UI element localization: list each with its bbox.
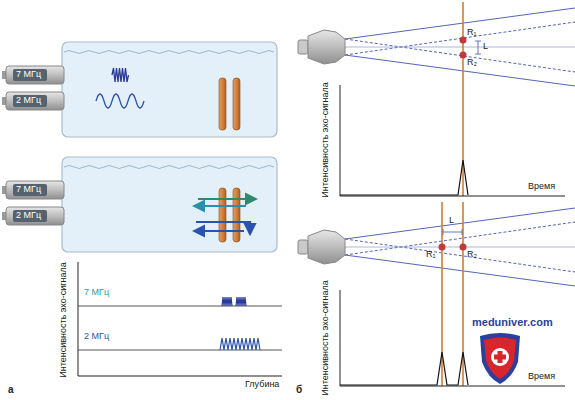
axis-label: Интенсивность эхо-сигнала bbox=[321, 82, 331, 197]
logo-shield bbox=[480, 333, 520, 384]
dimension-label: L bbox=[449, 216, 454, 226]
frequency-label: 2 МГц bbox=[16, 96, 44, 106]
frequency-plate: 7 МГц bbox=[13, 69, 47, 81]
axis-label: Время bbox=[528, 372, 555, 382]
beam bbox=[345, 8, 575, 286]
reflector-point bbox=[439, 37, 467, 251]
echo-arrow bbox=[194, 199, 256, 234]
dimension-mark bbox=[443, 41, 481, 235]
frequency-plate: 2 МГц bbox=[13, 210, 47, 222]
frequency-plate: 7 МГц bbox=[13, 184, 47, 196]
row-label: 7 МГц bbox=[84, 288, 109, 298]
dimension-label: L bbox=[483, 42, 488, 52]
axis-label: Интенсивность эхо-сигнала bbox=[59, 262, 69, 377]
point-label: R₁ bbox=[467, 28, 477, 38]
watermark: meduniver.com bbox=[472, 316, 553, 328]
frequency-label: 7 МГц bbox=[16, 185, 44, 195]
wave bbox=[96, 68, 144, 108]
chart-axis bbox=[340, 85, 565, 386]
point-label: R₁ bbox=[426, 250, 436, 260]
chart-axis bbox=[78, 262, 282, 376]
panel-letter: б bbox=[296, 384, 302, 395]
reflector-rod bbox=[219, 78, 240, 242]
frequency-label: 7 МГц bbox=[16, 70, 44, 80]
frequency-plate: 2 МГц bbox=[13, 95, 47, 107]
reflector-line bbox=[442, 2, 463, 386]
row-label: 2 МГц bbox=[84, 332, 109, 342]
probe bbox=[298, 30, 345, 264]
axis-label: Глубина bbox=[245, 380, 279, 390]
axis-label: Интенсивность эхо-сигнала bbox=[321, 280, 331, 395]
panel-letter: а bbox=[8, 384, 14, 395]
point-label: R₂ bbox=[467, 250, 477, 260]
water-tank bbox=[62, 42, 277, 252]
echo-signal bbox=[220, 297, 260, 350]
echo-peak bbox=[340, 160, 468, 385]
point-label: R₂ bbox=[467, 58, 477, 68]
axis-label: Время bbox=[528, 182, 555, 192]
frequency-label: 2 МГц bbox=[16, 211, 44, 221]
transducer bbox=[2, 66, 64, 225]
